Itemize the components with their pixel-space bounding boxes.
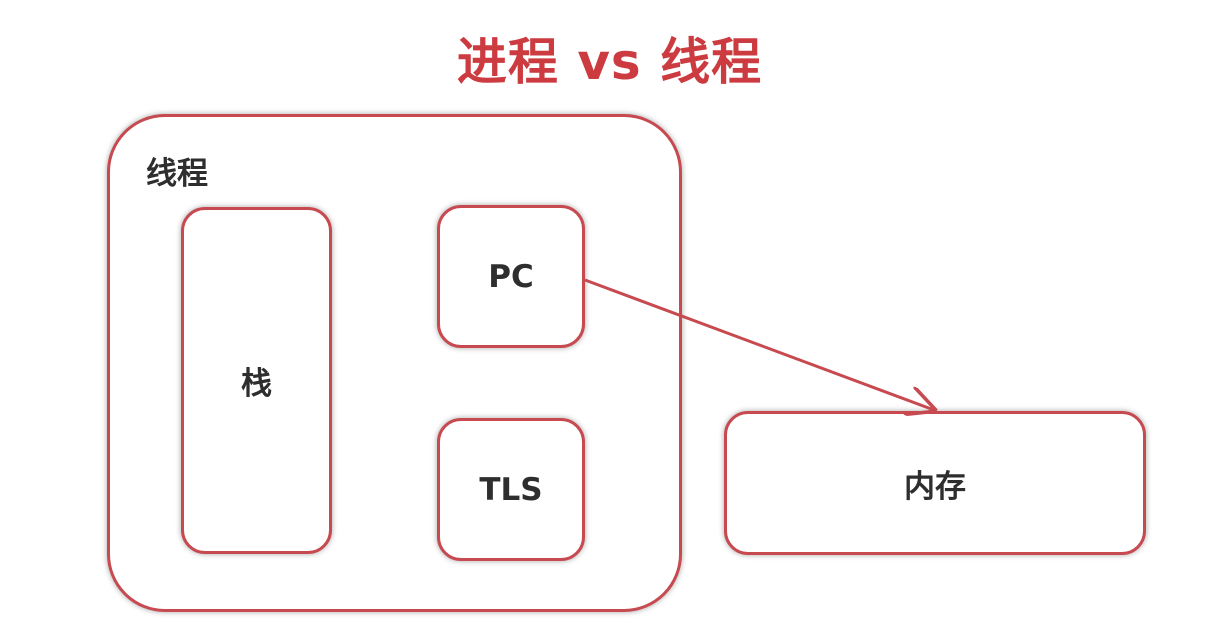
stack-box: 栈 — [181, 207, 332, 554]
pc-label: PC — [488, 258, 534, 295]
memory-box: 内存 — [724, 411, 1146, 555]
diagram-title: 进程 vs 线程 — [456, 33, 763, 91]
thread-label: 线程 — [146, 156, 208, 192]
pc-box: PC — [437, 205, 585, 348]
memory-label: 内存 — [904, 468, 966, 505]
tls-box: TLS — [437, 418, 585, 561]
tls-label: TLS — [479, 471, 543, 508]
stack-label: 栈 — [241, 366, 272, 402]
